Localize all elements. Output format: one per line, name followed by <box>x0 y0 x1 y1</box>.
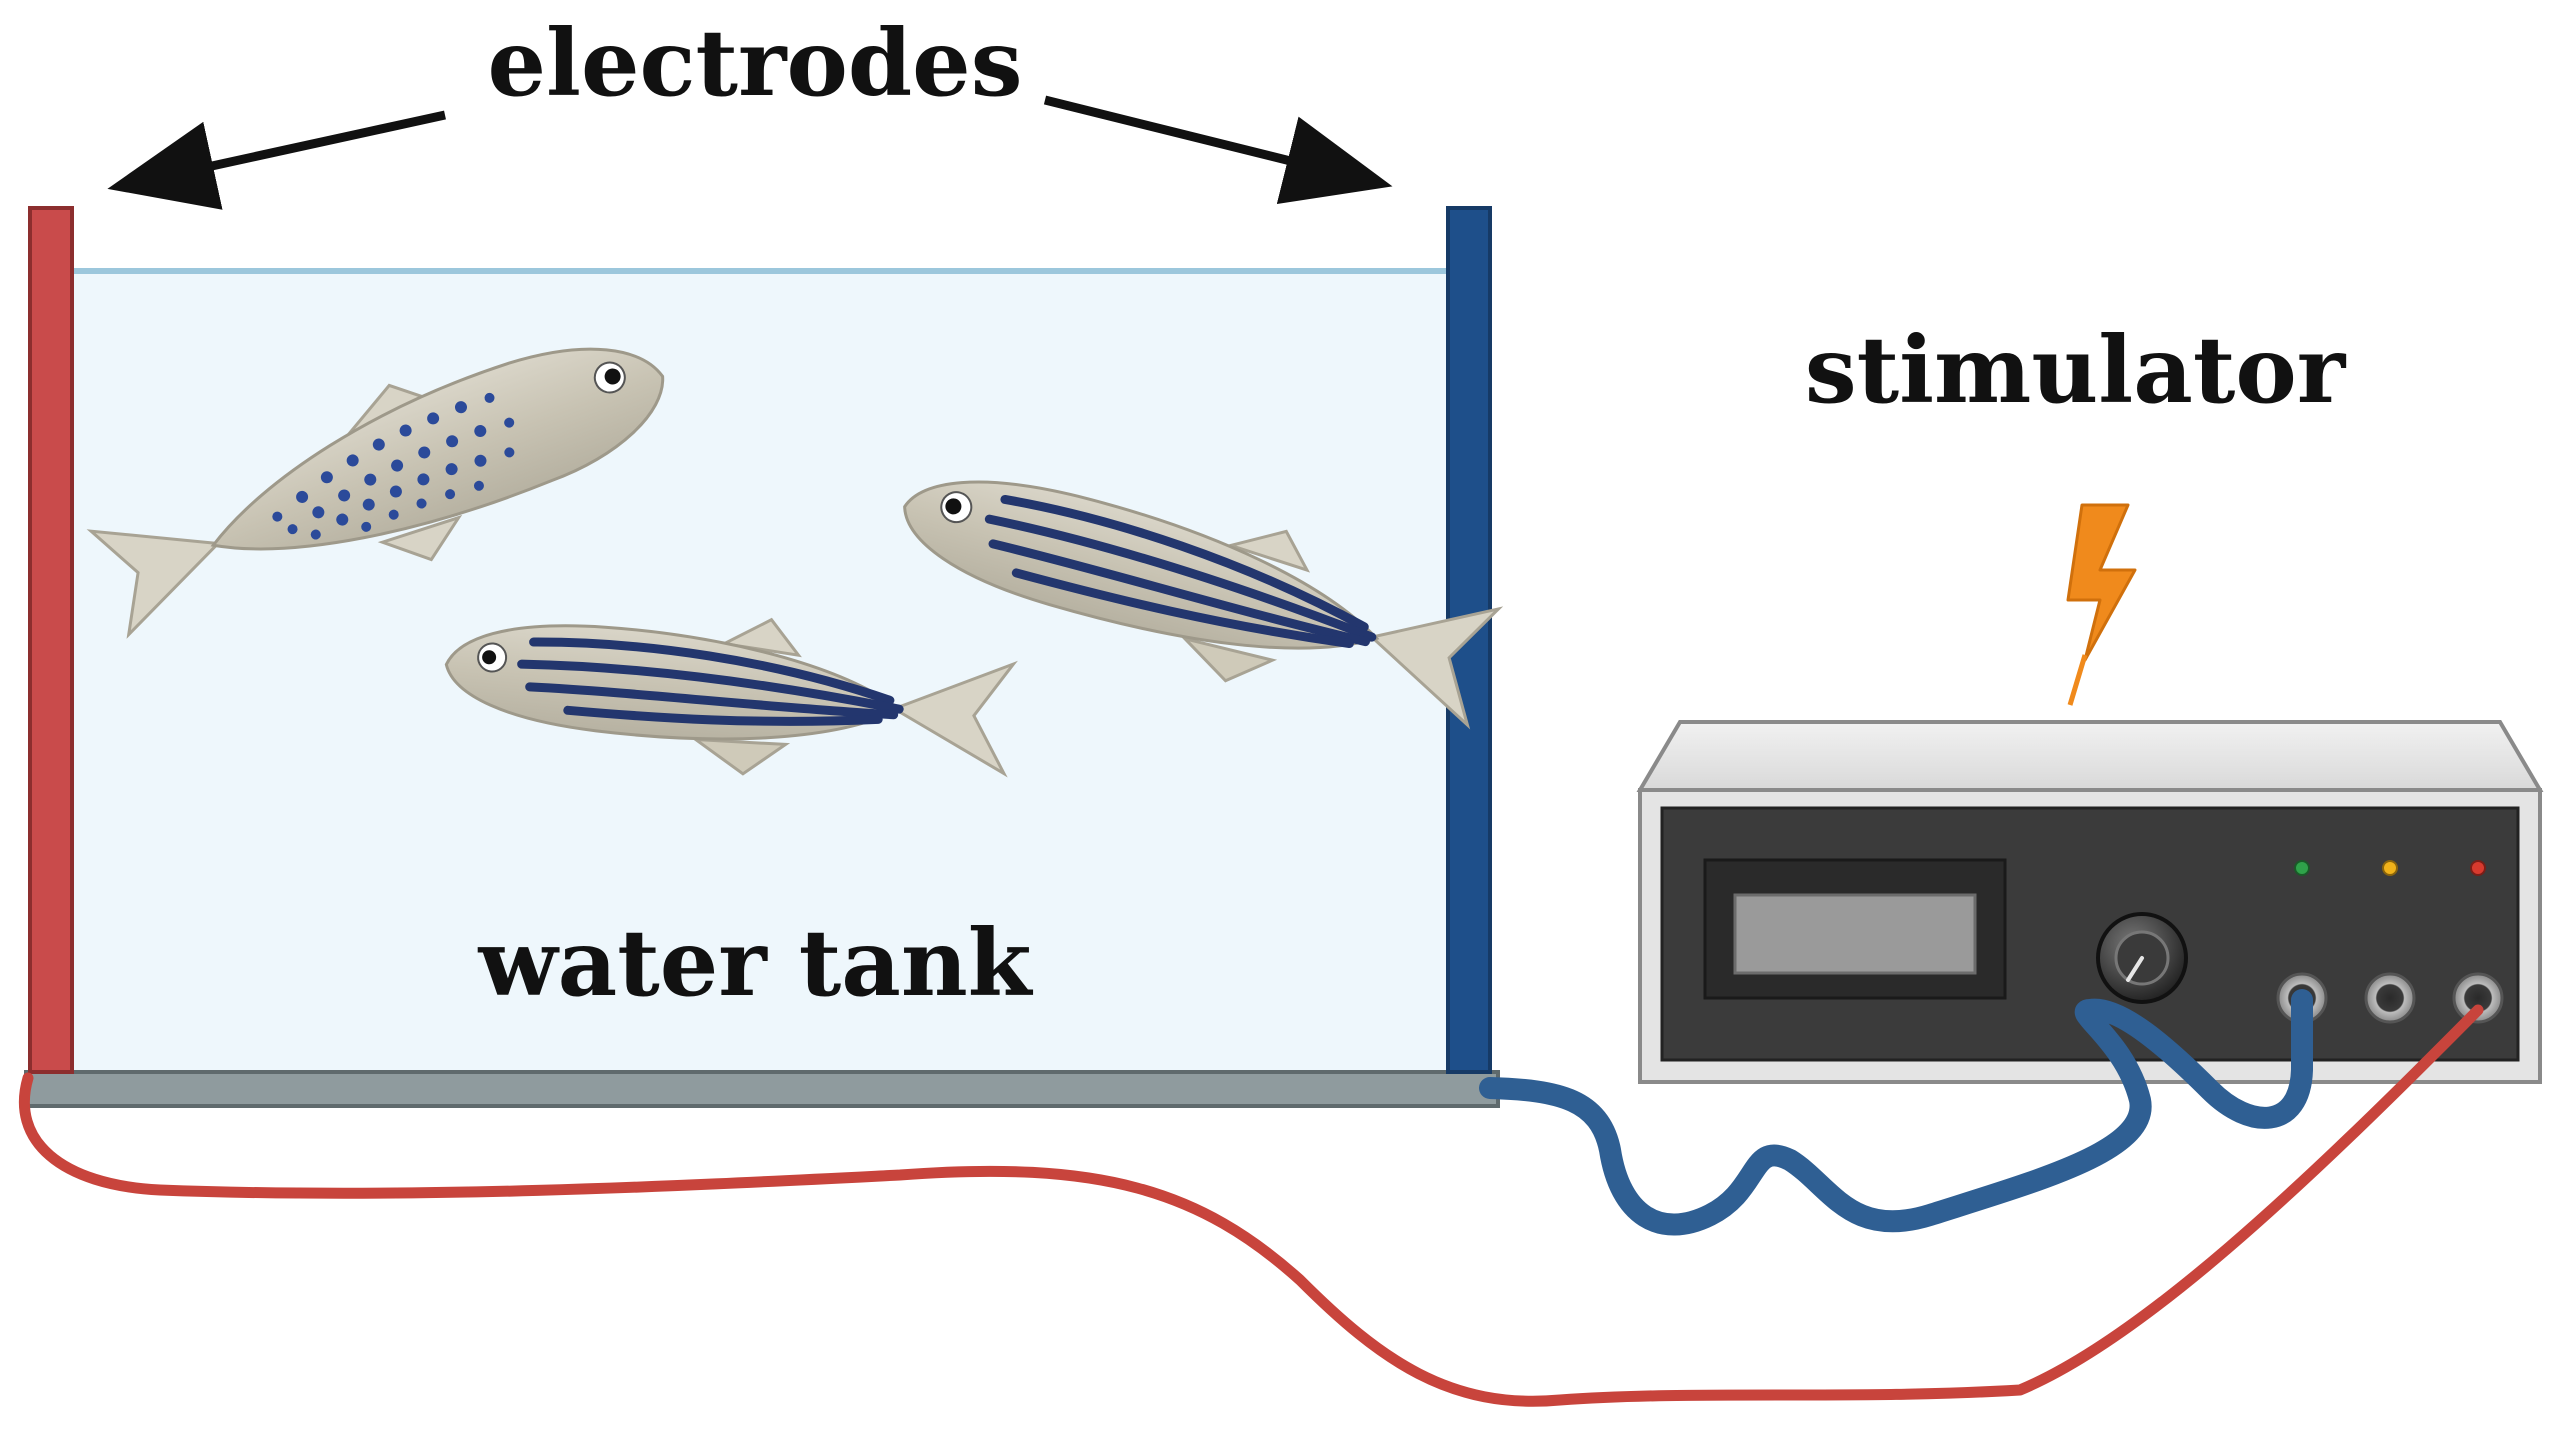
lightning-bolt-icon <box>2066 503 2137 662</box>
led-green <box>2294 860 2310 876</box>
knob-indicator <box>2126 956 2144 982</box>
electrode-arrow-right <box>1043 95 1393 204</box>
red-wire <box>18 1004 2484 1407</box>
display-screen <box>1733 893 1977 975</box>
water-tank-label: water tank <box>477 909 1033 1017</box>
electrode-arrow-left <box>107 110 446 210</box>
led-yellow <box>2382 860 2398 876</box>
led-red <box>2470 860 2486 876</box>
blue-wire <box>1479 989 2313 1236</box>
electrodes-label: electrodes <box>487 9 1022 117</box>
output-jack-2[interactable] <box>2364 972 2416 1024</box>
lightning-tail <box>2067 654 2088 706</box>
left-electrode <box>28 206 74 1074</box>
stimulator-label: stimulator <box>1805 316 2347 424</box>
zebrafish-striped-lower <box>444 617 1018 778</box>
stimulator-case-top <box>1636 720 2544 792</box>
zebrafish-spotted <box>86 347 665 639</box>
tank-base <box>24 1070 1500 1108</box>
zebrafish-striped-right <box>903 480 1504 730</box>
output-jack-3[interactable] <box>2452 972 2504 1024</box>
